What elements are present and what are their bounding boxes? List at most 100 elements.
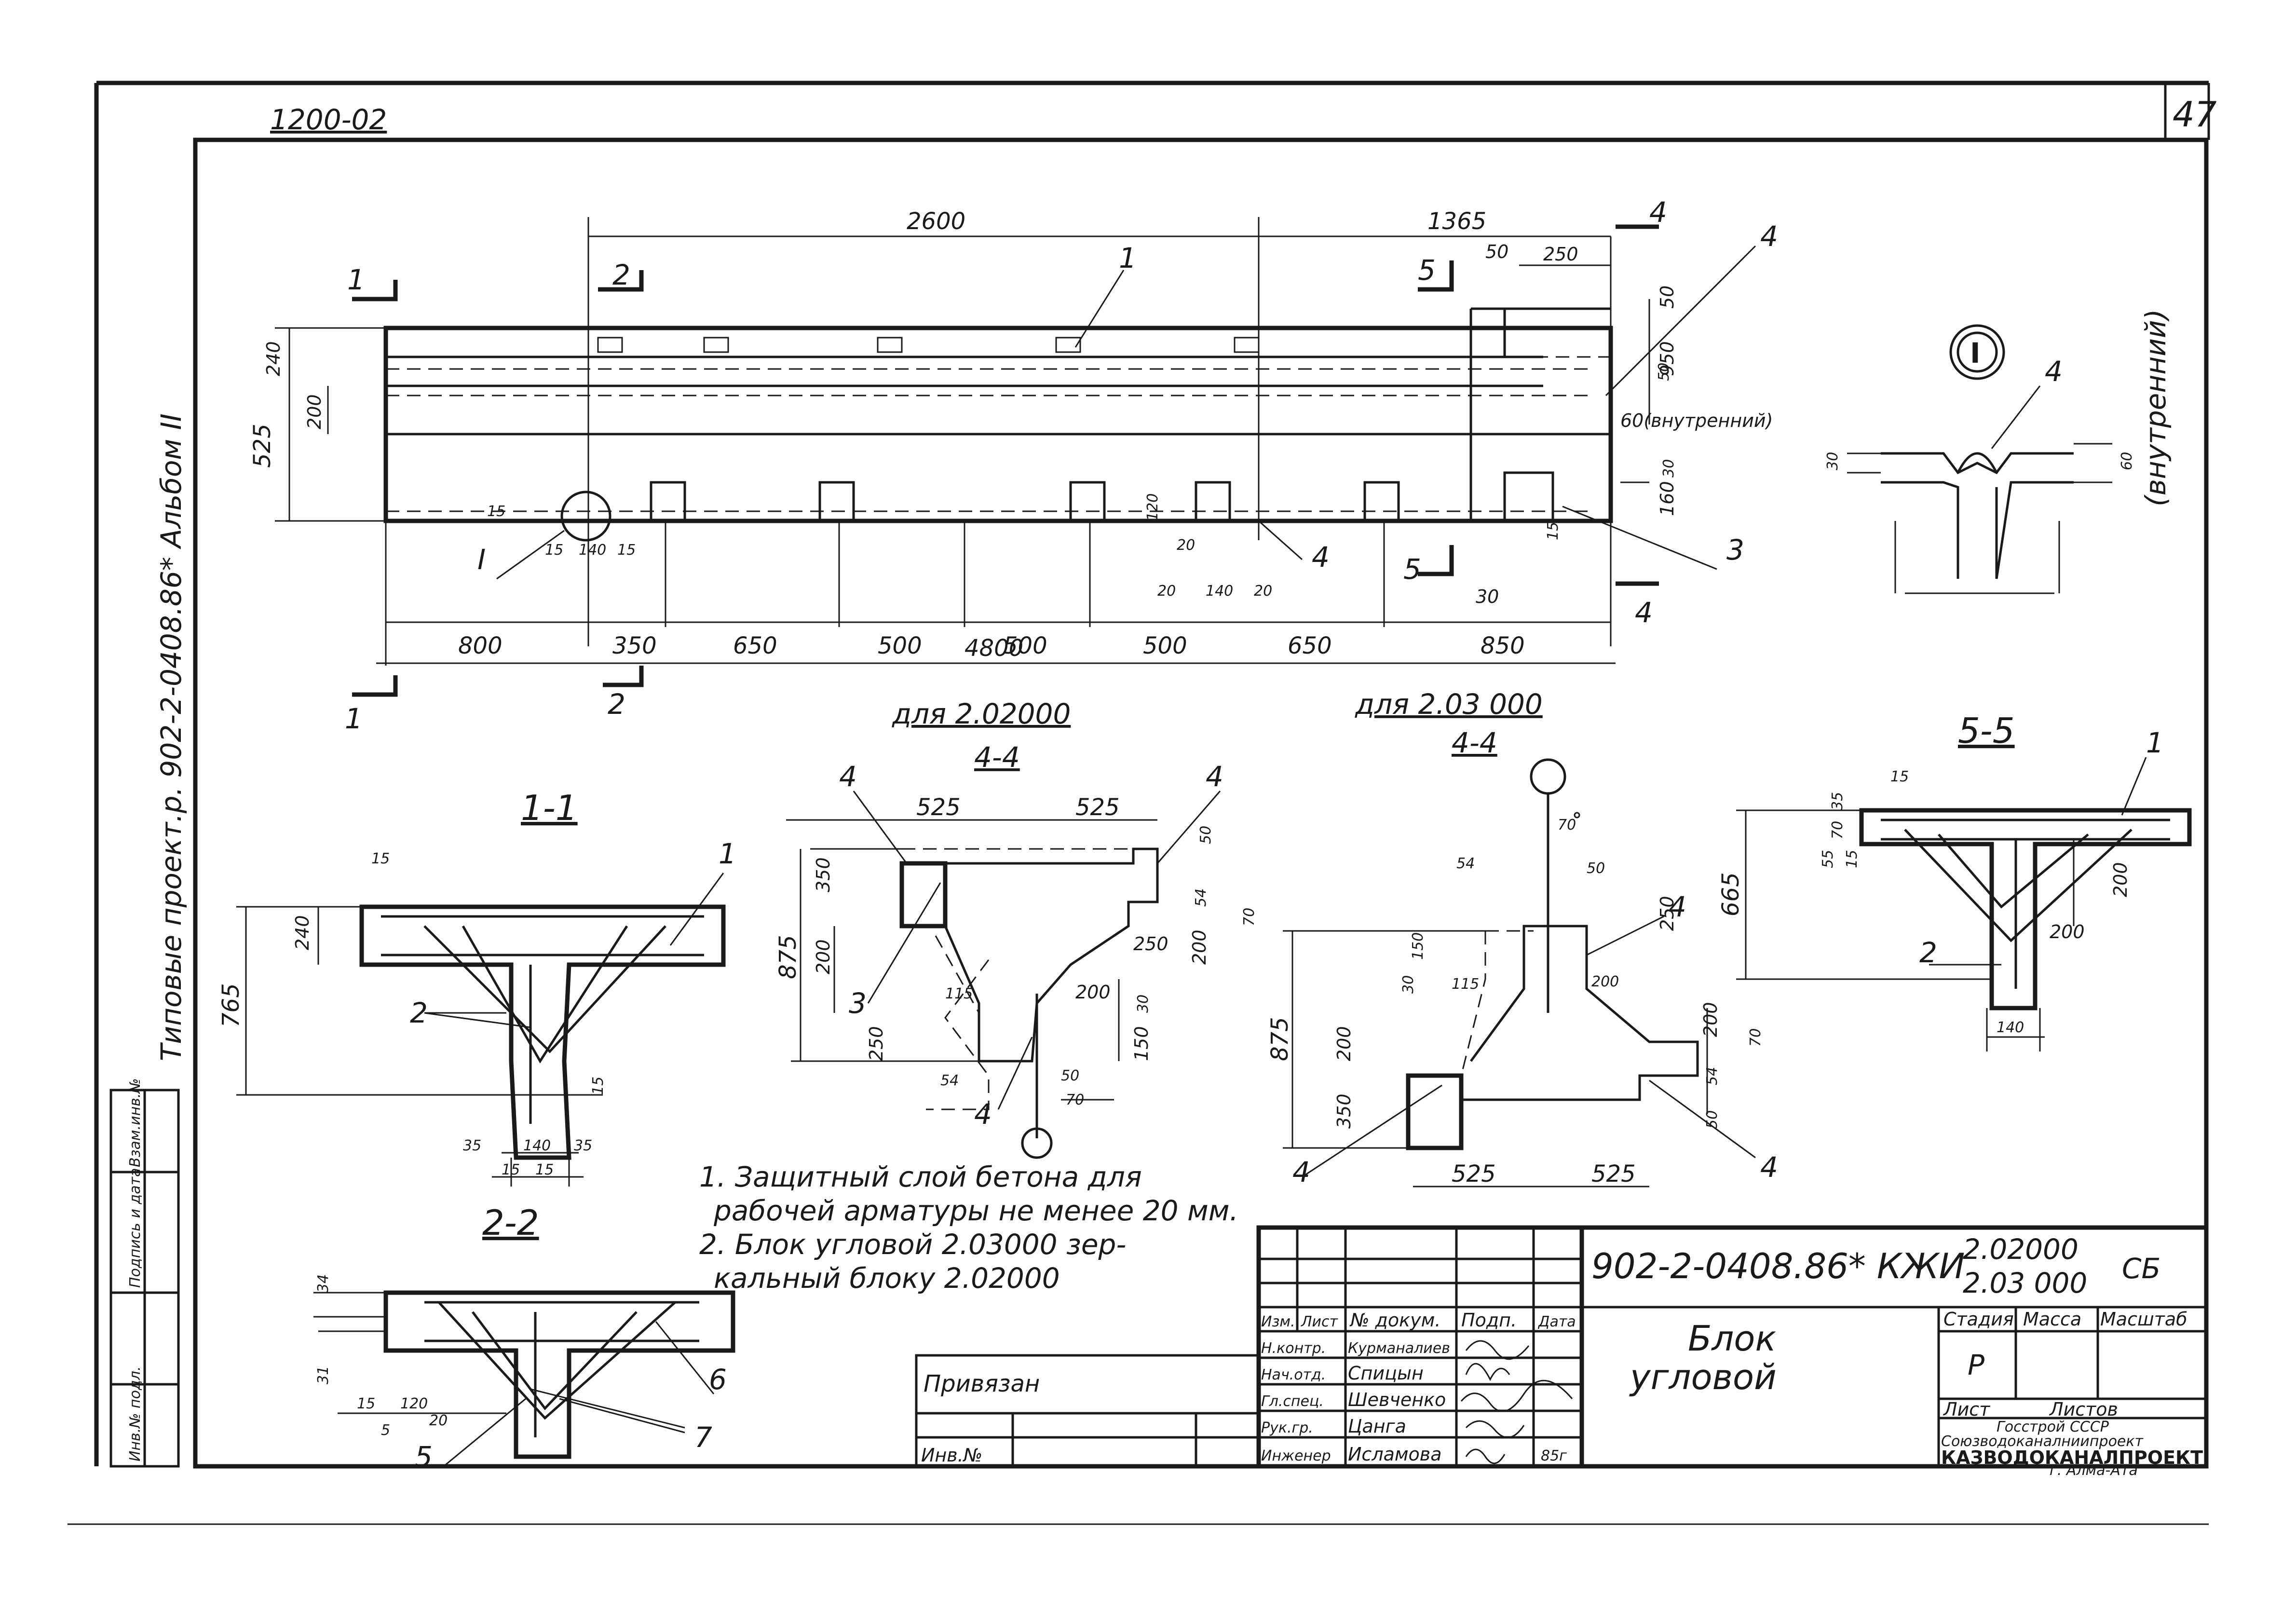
plan-small-20-b: 20	[1157, 583, 1176, 600]
s44b-callout-4-c: 4	[1760, 1151, 1778, 1184]
s11-dim-35-a: 35	[463, 1137, 481, 1154]
s11-dim-240: 240	[292, 915, 313, 950]
s44b-dim-525-left: 525	[1452, 1160, 1496, 1188]
s44a-dim-50-b: 50	[1061, 1067, 1079, 1084]
s44b-dim-875: 875	[1266, 1017, 1293, 1061]
s44b-dim-50-b: 50	[1704, 1110, 1721, 1129]
s44b-dim-30: 30	[1400, 975, 1417, 994]
section-2-2-drawing	[313, 1290, 735, 1467]
section-mark-4-bottom: 4	[1635, 596, 1653, 629]
plan-dim-350: 350	[612, 632, 657, 659]
tb-scale-head: Масштаб	[2100, 1309, 2187, 1330]
section-mark-5-bottom: 5	[1403, 553, 1421, 586]
tb-mark-suffix: СБ	[2122, 1252, 2160, 1285]
section-2-2-title: 2-2	[482, 1202, 539, 1243]
s44b-dim-250: 250	[1657, 896, 1678, 931]
s55-dim-55: 55	[1820, 850, 1836, 868]
plan-callout-4-top: 4	[1760, 220, 1778, 253]
sheet-number: 47	[2173, 94, 2217, 135]
s22-dim-15: 15	[357, 1395, 375, 1412]
s44a-dim-525-left: 525	[916, 794, 961, 821]
s44a-dim-115: 115	[945, 985, 973, 1002]
s44a-dim-875: 875	[774, 935, 802, 979]
s22-callout-5: 5	[415, 1440, 433, 1473]
s11-dim-15-a: 15	[502, 1161, 520, 1178]
tb-sheet-label: Лист	[1943, 1399, 1991, 1420]
tb-name-1: Спицын	[1348, 1363, 1424, 1384]
plan-small-15-b: 15	[617, 542, 636, 559]
plan-small-140-b: 140	[1206, 583, 1233, 600]
tb-mark-2: 2.03 000	[1963, 1267, 2087, 1299]
plan-small-15-c: 15	[487, 503, 505, 520]
plan-small-20-a: 20	[1177, 537, 1195, 554]
plan-callout-1: 1	[1119, 242, 1137, 274]
tb-date: 85г	[1541, 1447, 1567, 1464]
tb-col-podp: Подп.	[1461, 1310, 1517, 1331]
s55-dim-140: 140	[1997, 1019, 2024, 1036]
s44b-dim-350: 350	[1333, 1093, 1355, 1129]
plan-callout-4-bottom: 4	[1312, 541, 1330, 573]
tb-col-izm: Изм.	[1261, 1313, 1295, 1330]
plan-dim-650-b: 650	[1288, 632, 1332, 659]
detail-I-note: (внутренний)	[2139, 309, 2172, 506]
plan-dim-500-c: 500	[1143, 632, 1187, 659]
plan-view-drawing	[275, 217, 1756, 697]
s55-dim-200-right: 200	[2110, 862, 2131, 897]
plan-note-inner: 60(внутренний)	[1620, 410, 1773, 431]
section-mark-1-top: 1	[347, 263, 365, 296]
section-1-1-drawing	[236, 873, 726, 1187]
plan-dim-4800: 4800	[965, 635, 1023, 662]
s44b-dim-150: 150	[1410, 932, 1427, 960]
s55-dim-35: 35	[1829, 792, 1846, 810]
s44a-dim-54-b: 54	[940, 1072, 959, 1089]
s11-callout-2: 2	[410, 997, 428, 1029]
plan-dim-50-right-a: 50	[1657, 286, 1678, 309]
s55-dim-200-mid: 200	[2050, 921, 2085, 942]
s44b-dim-54: 54	[1456, 855, 1475, 872]
stamp-vzam-inv: Взам.инв.№	[127, 1078, 144, 1167]
s44b-dim-200-mid: 200	[1591, 973, 1619, 990]
s11-dim-15-b: 15	[535, 1161, 554, 1178]
plan-dim-950: 950	[1657, 341, 1678, 376]
tb-name-0: Курманалиев	[1348, 1340, 1450, 1357]
s44a-dim-200-left: 200	[813, 939, 834, 974]
plan-callout-I: I	[477, 543, 486, 576]
plan-small-30: 30	[1476, 586, 1499, 607]
s11-dim-15-right: 15	[590, 1077, 607, 1095]
s44a-for-label: для 2.02000	[892, 697, 1071, 730]
tb-name-3: Цанга	[1348, 1416, 1406, 1437]
s44a-callout-3: 3	[849, 987, 867, 1020]
stamp-inv-podl: Инв.№ подл.	[127, 1366, 144, 1461]
note-line-3: 2. Блок угловой 2.03000 зер-	[699, 1228, 1126, 1261]
tb-org-2: Союзводоканалниипроект	[1941, 1433, 2144, 1450]
plan-dim-500-a: 500	[878, 632, 922, 659]
signatures	[1460, 1340, 1573, 1464]
plan-dim-500-b: 500	[1003, 632, 1047, 659]
tb-col-list: Лист	[1301, 1313, 1339, 1330]
tb-doc-title-1: Блок	[1688, 1318, 1776, 1359]
side-caption: Типовые проект.р. 902-2-0408.86* Альбом …	[155, 413, 188, 1061]
s11-dim-35-b: 35	[574, 1137, 592, 1154]
tb-mark-1: 2.02000	[1963, 1233, 2079, 1266]
s55-dim-15-b: 15	[1844, 850, 1861, 868]
plan-dim-200: 200	[304, 394, 325, 429]
plan-dim-50-right-b: 50	[1656, 363, 1672, 381]
s44b-callout-4-b: 4	[1292, 1156, 1310, 1188]
s44b-dim-70-right: 70	[1747, 1028, 1764, 1047]
detail-I-dim-60: 60	[2119, 452, 2135, 470]
tb-stage-head: Стадия	[1943, 1309, 2014, 1330]
privyazan-inv: Инв.№	[921, 1445, 982, 1466]
tb-mass-head: Масса	[2023, 1309, 2081, 1330]
s44a-dim-50: 50	[1197, 826, 1214, 844]
tb-role-4: Инженер	[1261, 1447, 1331, 1464]
s44a-dim-350: 350	[813, 857, 834, 892]
tb-role-2: Гл.спец.	[1261, 1393, 1324, 1410]
title-block	[1256, 1225, 2209, 1469]
s55-dim-15: 15	[1890, 768, 1909, 785]
stamp-podpis-data: Подпись и дата	[127, 1168, 144, 1288]
section-mark-2-bottom: 2	[608, 688, 625, 721]
s22-dim-5: 5	[381, 1422, 390, 1439]
note-line-4: кальный блоку 2.02000	[714, 1262, 1060, 1295]
s22-dim-20: 20	[429, 1412, 448, 1429]
s11-dim-765: 765	[217, 983, 245, 1027]
